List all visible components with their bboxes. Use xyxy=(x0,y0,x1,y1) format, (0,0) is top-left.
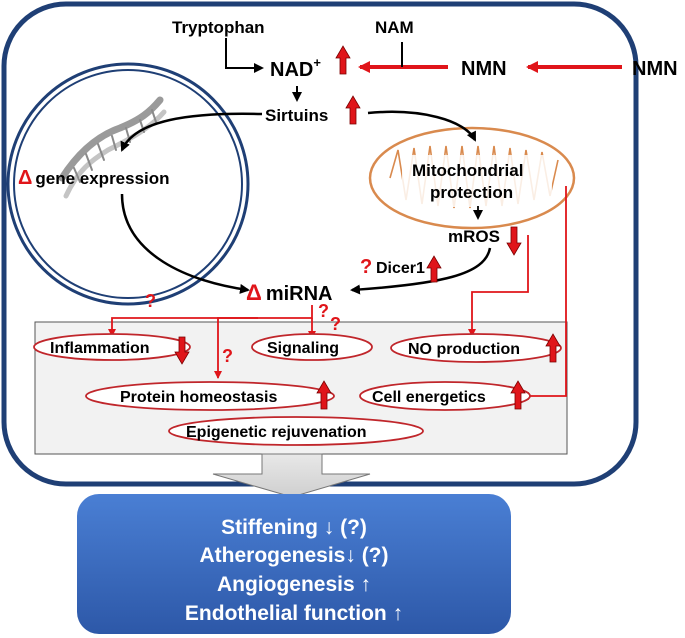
nad-label: NAD+ xyxy=(270,55,321,81)
down-arrow-icon xyxy=(174,336,190,365)
nucleus xyxy=(6,62,250,306)
epigenetic-label: Epigenetic rejuvenation xyxy=(186,424,366,441)
funnel-arrow xyxy=(212,453,371,498)
question-mark: ? xyxy=(330,314,341,334)
question-mark: ? xyxy=(318,301,329,321)
dicer-label: Dicer1 xyxy=(376,260,425,277)
no-production-label: NO production xyxy=(408,341,520,358)
arrow-sirtuins-gene xyxy=(120,112,263,152)
inflammation-label: Inflammation xyxy=(50,340,150,357)
outcome-angiogenesis: Angiogenesis ↑ xyxy=(217,573,371,596)
sirtuins-label: Sirtuins xyxy=(265,106,328,125)
up-arrow-icon xyxy=(426,255,442,283)
mros-label: mROS xyxy=(448,227,500,246)
mito-label-line2: protection xyxy=(430,183,513,202)
nam-label: NAM xyxy=(375,18,414,37)
outcome-atherogenesis: Atherogenesis↓ (?) xyxy=(199,544,388,567)
up-arrow-icon xyxy=(345,95,361,125)
outcomes-box xyxy=(77,494,511,634)
arrow-mros-mirna xyxy=(350,247,492,295)
outcome-endothelial: Endothelial function ↑ xyxy=(185,602,403,625)
protein-homeostasis-label: Protein homeostasis xyxy=(120,389,277,406)
up-arrow-icon xyxy=(545,333,561,363)
inflammation-ellipse xyxy=(33,333,191,361)
down-arrow-icon xyxy=(506,226,522,256)
nmn-outer-label: NMN xyxy=(632,58,678,80)
epigenetic-ellipse xyxy=(168,416,424,446)
outcome-stiffening: Stiffening ↓ (?) xyxy=(221,516,367,539)
mito-label-line1: Mitochondrial xyxy=(412,161,523,180)
up-arrow-icon xyxy=(316,380,332,410)
cell-energetics-ellipse xyxy=(359,381,531,411)
tryptophan-label: Tryptophan xyxy=(172,18,265,37)
up-arrow-icon xyxy=(510,380,526,410)
nucleus-inner xyxy=(13,69,243,299)
protein-homeostasis-ellipse xyxy=(85,381,335,411)
red-branch-lines xyxy=(108,186,567,400)
signaling-ellipse xyxy=(251,333,373,361)
mitochondrion xyxy=(368,126,576,230)
arrow-sirtuins-mito xyxy=(367,110,477,142)
nmn-inner-label: NMN xyxy=(461,58,507,80)
arrow-gene-mirna xyxy=(120,193,250,294)
dicer-question: ? xyxy=(360,256,372,278)
no-production-ellipse xyxy=(390,333,562,363)
question-mark: ? xyxy=(145,291,156,311)
up-arrow-icon xyxy=(335,45,351,75)
signaling-label: Signaling xyxy=(267,340,339,357)
arrow-tryptophan-nad xyxy=(225,38,264,73)
cell-energetics-label: Cell energetics xyxy=(372,389,486,406)
question-mark: ? xyxy=(222,346,233,366)
